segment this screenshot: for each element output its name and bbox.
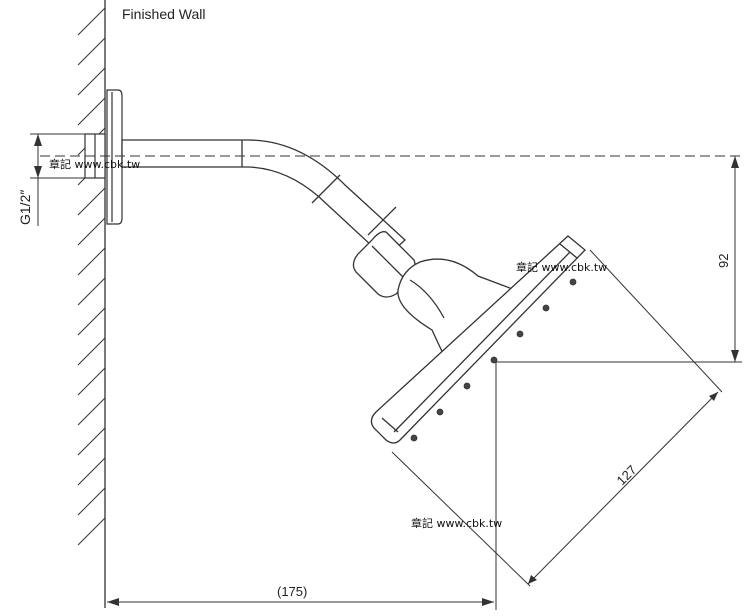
watermark: 章記 www.cbk.tw [49, 157, 140, 171]
projection-dimension [107, 362, 497, 610]
projection-dimension-value: (175) [277, 584, 307, 599]
shower-arm [121, 139, 406, 259]
finished-wall-label: Finished Wall [122, 6, 206, 22]
shower-head [370, 235, 586, 444]
thread-dimension [30, 133, 85, 226]
wall-hatching [77, 0, 106, 608]
watermark: 章記 www.cbk.tw [516, 260, 607, 274]
drop-dimension-value: 92 [716, 254, 731, 268]
thread-size-label: G1/2″ [17, 190, 33, 225]
diameter-dimension-value: 127 [614, 462, 640, 488]
diameter-dimension [391, 249, 723, 587]
wall-flange [84, 89, 123, 225]
nozzles [410, 278, 577, 442]
watermark: 章記 www.cbk.tw [411, 516, 502, 530]
drop-dimension [496, 156, 742, 363]
